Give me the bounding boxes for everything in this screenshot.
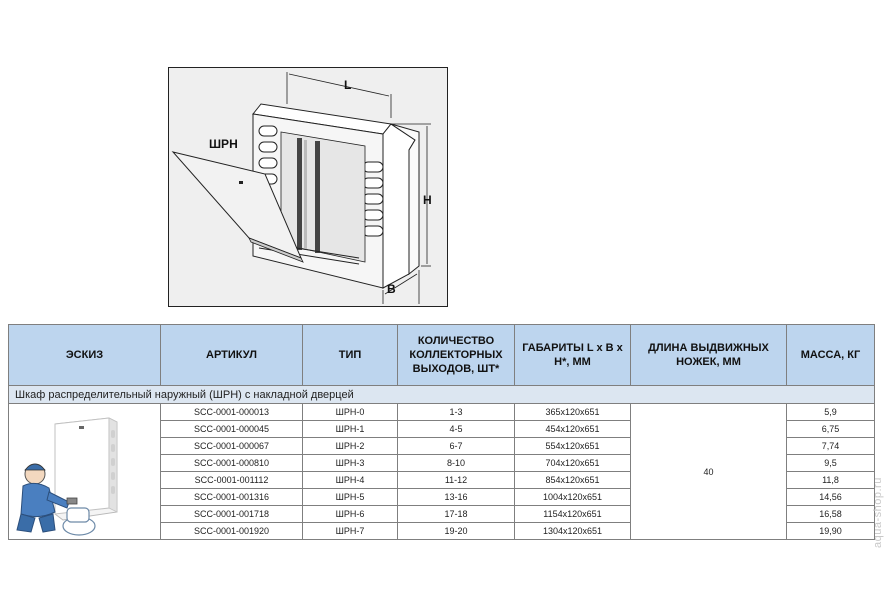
spec-table: ЭСКИЗ АРТИКУЛ ТИП КОЛИЧЕСТВО КОЛЛЕКТОРНЫ… bbox=[8, 324, 875, 540]
cabinet-sketch-svg: L bbox=[171, 72, 432, 304]
cell-outlets: 1-3 bbox=[397, 403, 515, 421]
dim-b-label: B bbox=[387, 282, 396, 296]
cell-dimensions: 704x120x651 bbox=[514, 454, 631, 472]
cell-mass: 6,75 bbox=[786, 420, 875, 438]
cell-type: ШРН-0 bbox=[302, 403, 398, 421]
cell-dimensions: 454x120x651 bbox=[514, 420, 631, 438]
sketch-cell bbox=[8, 403, 161, 540]
cell-dimensions: 554x120x651 bbox=[514, 437, 631, 455]
cell-article: SCC-0001-001316 bbox=[160, 488, 303, 506]
cell-outlets: 19-20 bbox=[397, 522, 515, 540]
cell-article: SCC-0001-001920 bbox=[160, 522, 303, 540]
dim-h-label: H bbox=[423, 193, 432, 207]
cell-outlets: 13-16 bbox=[397, 488, 515, 506]
plumber-mascot-icon bbox=[16, 463, 96, 536]
header-article: АРТИКУЛ bbox=[160, 324, 303, 386]
cell-dimensions: 365x120x651 bbox=[514, 403, 631, 421]
cell-legs: 40 bbox=[630, 403, 787, 540]
table-row: SCC-0001-001920 ШРН-7 19-20 1304x120x651… bbox=[9, 522, 875, 540]
group-row: Шкаф распределительный наружный (ШРН) с … bbox=[8, 385, 875, 404]
cell-article: SCC-0001-001718 bbox=[160, 505, 303, 523]
header-dimensions: ГАБАРИТЫ L x B x H*, ММ bbox=[514, 324, 631, 386]
cell-type: ШРН-5 bbox=[302, 488, 398, 506]
cell-dimensions: 854x120x651 bbox=[514, 471, 631, 489]
header-legs: ДЛИНА ВЫДВИЖНЫХ НОЖЕК, ММ bbox=[630, 324, 787, 386]
cell-type: ШРН-1 bbox=[302, 420, 398, 438]
cell-dimensions: 1004x120x651 bbox=[514, 488, 631, 506]
cell-outlets: 6-7 bbox=[397, 437, 515, 455]
cell-article: SCC-0001-000013 bbox=[160, 403, 303, 421]
header-type: ТИП bbox=[302, 324, 398, 386]
cell-outlets: 11-12 bbox=[397, 471, 515, 489]
product-photo bbox=[16, 417, 118, 536]
cell-article: SCC-0001-000067 bbox=[160, 437, 303, 455]
watermark: aqua-shop.ru bbox=[872, 477, 884, 548]
cell-mass: 16,58 bbox=[786, 505, 875, 523]
header-mass: МАССА, КГ bbox=[786, 324, 875, 386]
cell-outlets: 4-5 bbox=[397, 420, 515, 438]
table-row: SCC-0001-001112 ШРН-4 11-12 854x120x651 … bbox=[9, 471, 875, 489]
table-row: SCC-0001-000810 ШРН-3 8-10 704x120x651 9… bbox=[9, 454, 875, 472]
cell-dimensions: 1304x120x651 bbox=[514, 522, 631, 540]
cell-article: SCC-0001-000810 bbox=[160, 454, 303, 472]
cell-type: ШРН-6 bbox=[302, 505, 398, 523]
cell-mass: 14,56 bbox=[786, 488, 875, 506]
cell-dimensions: 1154x120x651 bbox=[514, 505, 631, 523]
cell-article: SCC-0001-001112 bbox=[160, 471, 303, 489]
cell-type: ШРН-7 bbox=[302, 522, 398, 540]
table-header-row: ЭСКИЗ АРТИКУЛ ТИП КОЛИЧЕСТВО КОЛЛЕКТОРНЫ… bbox=[8, 324, 875, 386]
cell-outlets: 17-18 bbox=[397, 505, 515, 523]
cell-type: ШРН-2 bbox=[302, 437, 398, 455]
cell-mass: 11,8 bbox=[786, 471, 875, 489]
type-label: ШРН bbox=[209, 137, 238, 151]
table-row: SCC-0001-000045 ШРН-1 4-5 454x120x651 6,… bbox=[9, 420, 875, 438]
cell-mass: 7,74 bbox=[786, 437, 875, 455]
cell-type: ШРН-3 bbox=[302, 454, 398, 472]
header-outlets: КОЛИЧЕСТВО КОЛЛЕКТОРНЫХ ВЫХОДОВ, ШТ* bbox=[397, 324, 515, 386]
cell-outlets: 8-10 bbox=[397, 454, 515, 472]
cell-type: ШРН-4 bbox=[302, 471, 398, 489]
cell-mass: 19,90 bbox=[786, 522, 875, 540]
table-row: SCC-0001-000013 ШРН-0 1-3 365x120x651 40… bbox=[8, 403, 875, 540]
cell-mass: 9,5 bbox=[786, 454, 875, 472]
cabinet-drawing: L bbox=[168, 67, 448, 307]
group-title: Шкаф распределительный наружный (ШРН) с … bbox=[8, 385, 875, 404]
cell-article: SCC-0001-000045 bbox=[160, 420, 303, 438]
dim-l-label: L bbox=[344, 78, 351, 92]
cell-mass: 5,9 bbox=[786, 403, 875, 421]
table-row: SCC-0001-001718 ШРН-6 17-18 1154x120x651… bbox=[9, 505, 875, 523]
header-sketch: ЭСКИЗ bbox=[8, 324, 161, 386]
